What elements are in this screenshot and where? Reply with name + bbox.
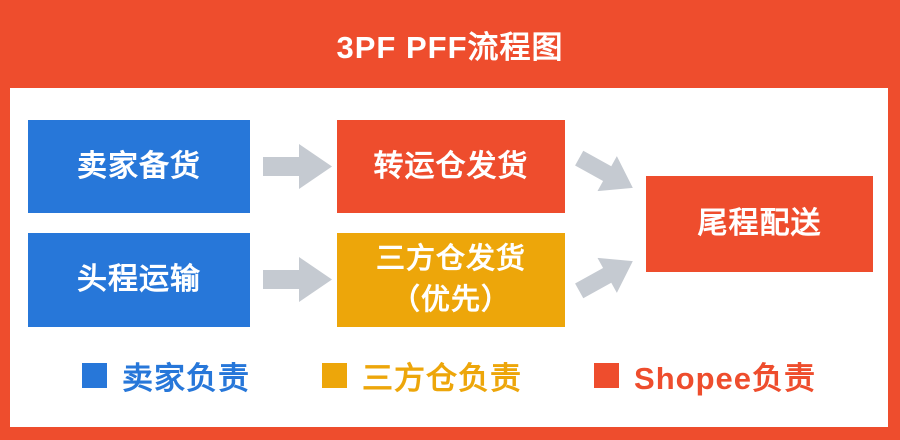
legend-item-shopee: Shopee负责	[594, 353, 816, 398]
legend-label: Shopee负责	[634, 360, 816, 396]
flow-box-third-party-warehouse-ship: 三方仓发货 （优先）	[337, 233, 565, 327]
legend-label: 三方仓负责	[362, 360, 523, 396]
legend-label: 卖家负责	[122, 360, 251, 396]
arrow-right-icon	[263, 144, 332, 189]
page-title: 3PF PFF流程图	[336, 29, 564, 65]
legend-swatch-third-party-warehouse	[322, 362, 348, 388]
legend-item-third-party-warehouse: 三方仓负责	[322, 353, 522, 398]
flow-box-label: 三方仓发货	[375, 243, 526, 276]
legend-swatch-seller	[82, 362, 108, 388]
flow-box-sublabel: （优先）	[390, 284, 511, 316]
diagram-panel: 卖家备货 头程运输 转运仓发货 三方仓发货 （优先） 尾程配送 卖家负责	[10, 88, 888, 427]
legend-item-seller: 卖家负责	[82, 353, 250, 398]
arrow-up-right-icon	[575, 257, 633, 299]
flow-box-first-mile-transport: 头程运输	[28, 233, 250, 327]
arrow-right-icon	[263, 257, 332, 302]
legend-swatch-shopee	[594, 362, 620, 388]
flow-box-seller-stock: 卖家备货	[28, 120, 250, 213]
legend: 卖家负责 三方仓负责 Shopee负责	[10, 354, 888, 396]
flow-box-transfer-warehouse-ship: 转运仓发货	[337, 120, 565, 213]
flow-box-last-mile-delivery: 尾程配送	[646, 176, 873, 272]
arrow-down-right-icon	[575, 150, 633, 192]
